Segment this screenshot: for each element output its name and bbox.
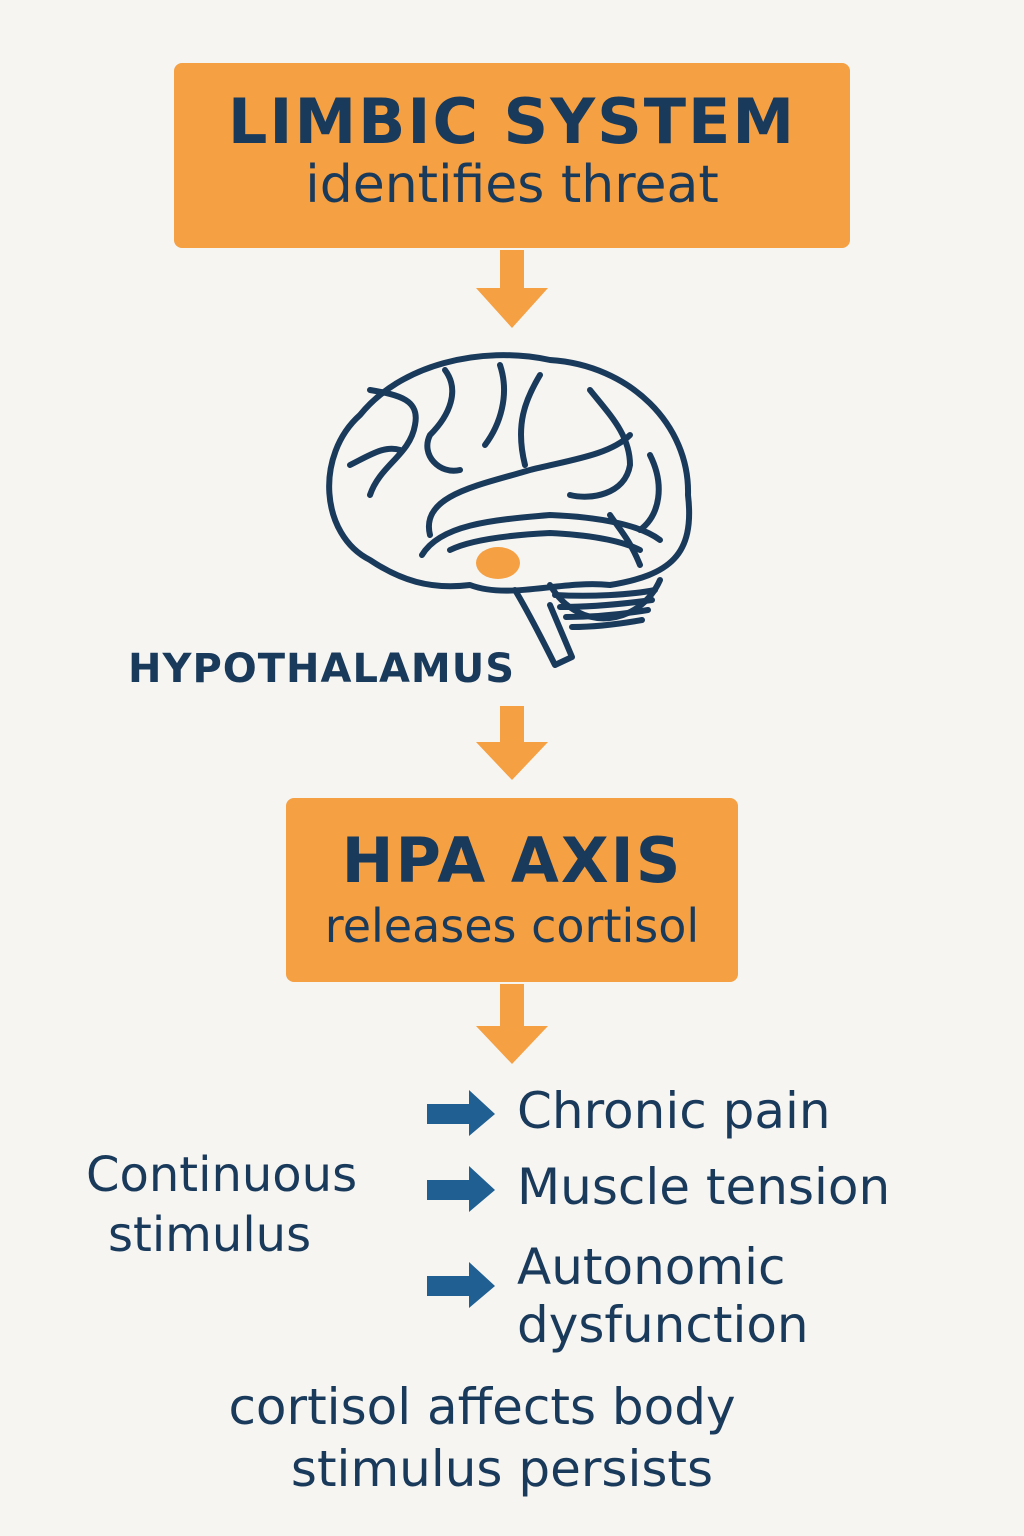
- down-arrow-1: [476, 250, 548, 328]
- hpa-axis-box: HPA AXIS releases cortisol: [286, 798, 738, 982]
- brain-icon: [326, 352, 693, 668]
- footer-line2: stimulus persists: [290, 1440, 714, 1498]
- hpa-axis-title: HPA AXIS: [341, 824, 683, 897]
- effect-chronic-pain: Chronic pain: [517, 1082, 831, 1140]
- effect-muscle-tension: Muscle tension: [517, 1158, 891, 1216]
- right-arrow-2: [427, 1166, 495, 1212]
- cause-line2: stimulus: [108, 1207, 312, 1263]
- down-arrow-3: [476, 984, 548, 1064]
- right-arrow-1: [427, 1090, 495, 1136]
- continuous-stimulus-label: Continuous stimulus: [86, 1145, 357, 1265]
- hypothalamus-label: HYPOTHALAMUS: [128, 646, 516, 692]
- limbic-system-title: LIMBIC SYSTEM: [227, 85, 797, 158]
- limbic-system-box: LIMBIC SYSTEM identifies threat: [174, 63, 850, 248]
- cause-line1: Continuous: [86, 1147, 358, 1203]
- effect-autonomic-line2: dysfunction: [517, 1296, 809, 1354]
- down-arrow-2: [476, 706, 548, 780]
- footer-line1: cortisol affects body: [228, 1378, 736, 1436]
- footer-text: cortisol affects body stimulus persists: [0, 1376, 964, 1500]
- hpa-axis-subtitle: releases cortisol: [324, 899, 700, 953]
- effect-autonomic-line1: Autonomic: [517, 1238, 786, 1296]
- limbic-system-subtitle: identifies threat: [305, 155, 719, 215]
- right-arrow-3: [427, 1262, 495, 1308]
- effect-autonomic-dysfunction: Autonomic dysfunction: [517, 1238, 809, 1354]
